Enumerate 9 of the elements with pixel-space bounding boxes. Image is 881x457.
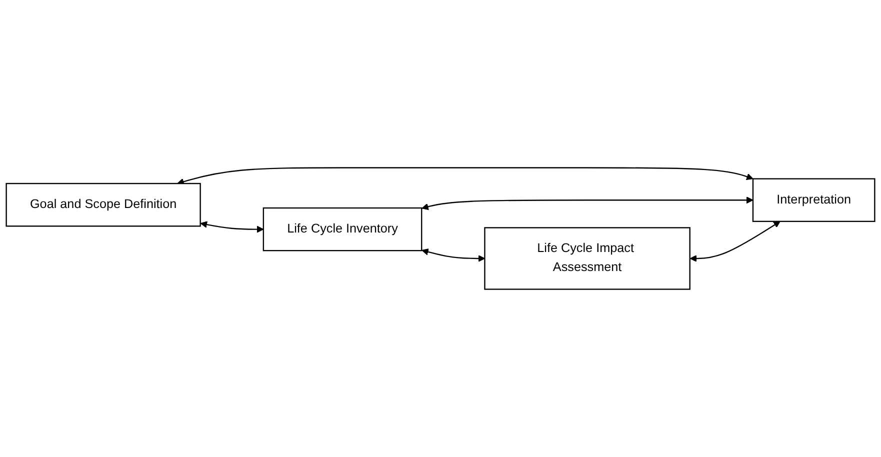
arrow <box>690 221 780 262</box>
arrow <box>177 167 754 186</box>
node-box: Life Cycle Impact Assessment <box>484 227 690 290</box>
arrow <box>422 248 486 262</box>
node-box: Life Cycle Inventory <box>262 207 422 252</box>
arrow <box>422 196 754 210</box>
arrow <box>200 221 264 233</box>
node-box: Goal and Scope Definition <box>6 182 201 227</box>
node-box: Interpretation <box>752 178 876 222</box>
